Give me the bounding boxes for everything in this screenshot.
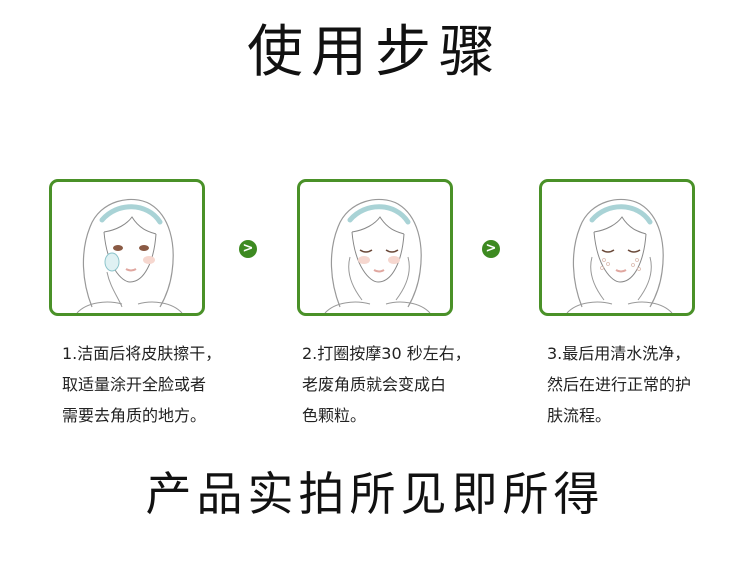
step-2-line-3: 色颗粒。 (302, 406, 367, 425)
step-1-line-2: 取适量涂开全脸或者 (62, 375, 207, 394)
step-2-line-1: 2.打圈按摩30 秒左右， (302, 344, 471, 363)
step-3-line-3: 肤流程。 (547, 406, 612, 425)
page-title: 使用步骤 (247, 20, 503, 85)
chevron-right-icon: > (485, 241, 497, 256)
step-1-description: 1.洁面后将皮肤擦干， 取适量涂开全脸或者 需要去角质的地方。 (62, 338, 242, 431)
step-1-line-3: 需要去角质的地方。 (62, 406, 207, 425)
next-step-arrow-1: > (239, 240, 257, 258)
step-1-line-1: 1.洁面后将皮肤擦干， (62, 344, 222, 363)
next-step-arrow-2: > (482, 240, 500, 258)
step-3-line-2: 然后在进行正常的护 (547, 375, 692, 394)
step-2-illustration-frame (297, 179, 453, 316)
step-1-illustration-frame (49, 179, 205, 316)
woman-massaging-face-icon (324, 198, 431, 313)
step-3-description: 3.最后用清水洗净， 然后在进行正常的护 肤流程。 (547, 338, 727, 431)
chevron-right-icon: > (242, 241, 254, 256)
woman-rinsing-face-icon (566, 198, 673, 313)
step-3-illustration-frame (539, 179, 695, 316)
step-3-line-1: 3.最后用清水洗净， (547, 344, 691, 363)
step-2-line-2: 老废角质就会变成白 (302, 375, 447, 394)
step-2-description: 2.打圈按摩30 秒左右， 老废角质就会变成白 色颗粒。 (302, 338, 482, 431)
woman-applying-pad-icon (76, 198, 183, 313)
footer-slogan: 产品实拍所见即所得 (145, 467, 605, 521)
